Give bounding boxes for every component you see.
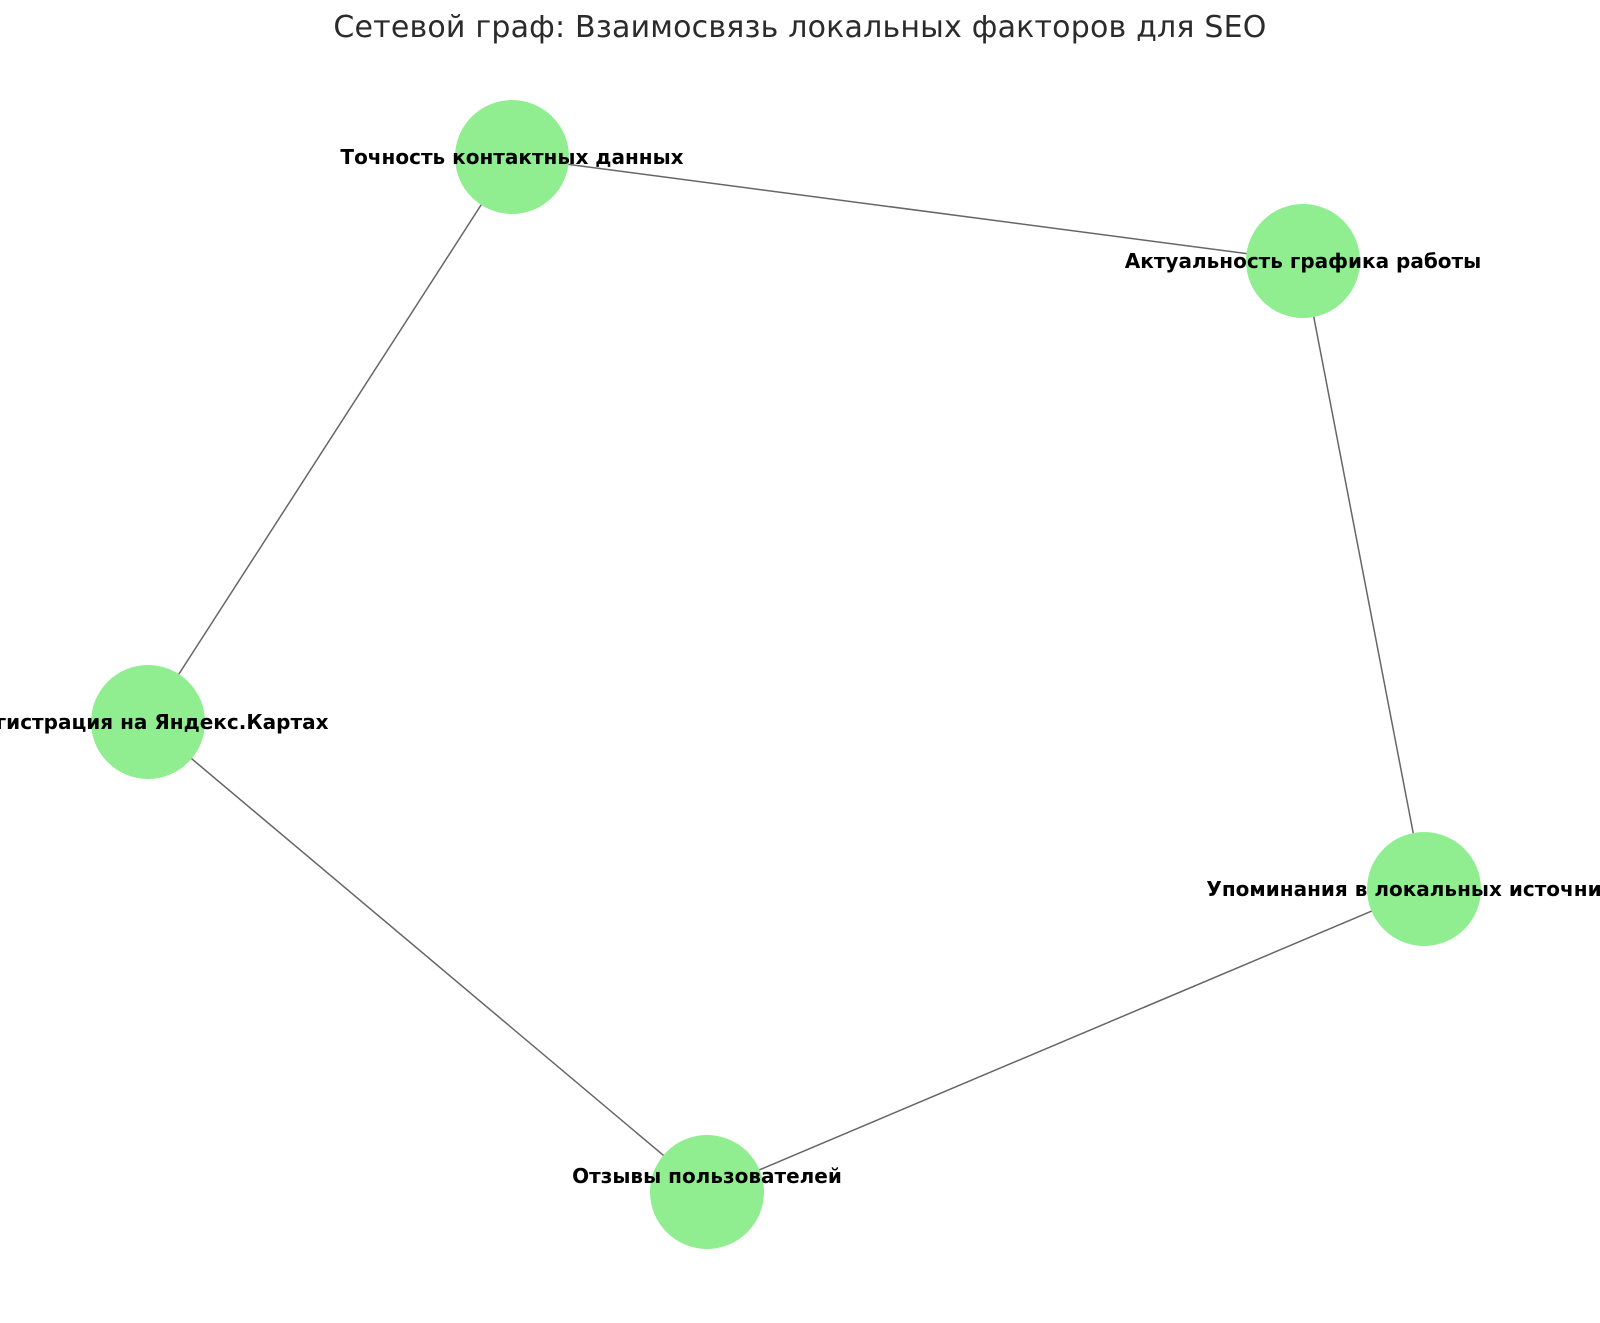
graph-node-label-schedule: Актуальность графика работы [1124, 249, 1482, 273]
graph-edges-group [147, 156, 1425, 1193]
graph-node-mentions[interactable] [1367, 832, 1481, 946]
graph-node-reviews[interactable] [650, 1135, 764, 1249]
graph-node-label-reviews: Отзывы пользователей [572, 1164, 842, 1188]
graph-edge [1302, 260, 1425, 890]
graph-node-label-mentions: Упоминания в локальных источниках [1206, 877, 1600, 901]
graph-edge [706, 888, 1425, 1193]
graph-edge [147, 156, 513, 723]
graph-edge [511, 156, 1304, 262]
graph-node-label-registration: Регистрация на Яндекс.Картах [0, 710, 329, 734]
graph-node-schedule[interactable] [1246, 204, 1360, 318]
graph-node-registration[interactable] [91, 665, 205, 779]
graph-node-contacts[interactable] [455, 100, 569, 214]
graph-node-label-contacts: Точность контактных данных [340, 145, 684, 169]
page-title: Сетевой граф: Взаимосвязь локальных факт… [333, 10, 1267, 45]
graph-edge [147, 721, 708, 1193]
